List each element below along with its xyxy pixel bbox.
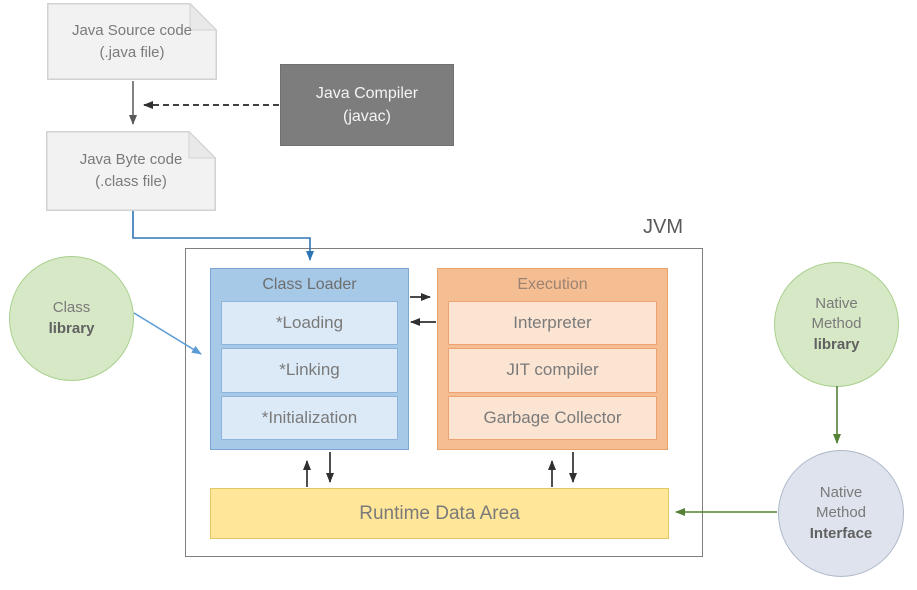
java-source-label-line2: (.java file) [99, 43, 165, 61]
jvm-boundary-box [185, 248, 703, 557]
class-loader-item-loading: *Loading [221, 301, 398, 346]
runtime-data-area-box: Runtime Data Area [210, 488, 669, 539]
native-method-interface-line1: Native [819, 484, 863, 502]
class-loader-item-initialization: *Initialization [221, 395, 398, 440]
execution-engine-box: Execution Interpreter JIT compiler Garba… [437, 268, 668, 450]
java-byte-code-label-line2: (.class file) [95, 173, 167, 190]
java-byte-code-label-line1: Java Byte code [79, 151, 183, 169]
java-compiler-node: Java Compiler (javac) [280, 64, 454, 146]
native-method-library-line2: Method [811, 315, 862, 333]
class-library-label-line1: Class [52, 299, 91, 317]
execution-title: Execution [517, 276, 588, 293]
class-loader-box: Class Loader *Loading *Linking *Initiali… [210, 268, 409, 450]
native-method-library-line3: library [813, 335, 860, 353]
java-source-label-line1: Java Source code [71, 21, 193, 39]
native-method-library-node: Native Method library [774, 262, 899, 387]
runtime-data-area-label: Runtime Data Area [359, 502, 520, 524]
execution-item-interpreter: Interpreter [448, 301, 657, 346]
execution-item-jit-compiler: JIT compiler [448, 348, 657, 393]
class-library-node: Class library [9, 256, 134, 381]
class-loader-title: Class Loader [262, 276, 357, 293]
class-loader-items: *Loading *Linking *Initialization [211, 301, 408, 449]
native-method-library-line1: Native [815, 295, 858, 313]
native-method-interface-node: Native Method Interface [778, 450, 904, 577]
execution-items: Interpreter JIT compiler Garbage Collect… [438, 301, 667, 449]
java-source-code-node: Java Source code (.java file) [47, 3, 217, 80]
java-compiler-label-line1: Java Compiler [315, 84, 419, 102]
java-compiler-label-line2: (javac) [342, 108, 391, 125]
jvm-title: JVM [643, 216, 683, 238]
class-loader-item-linking: *Linking [221, 348, 398, 393]
native-method-interface-line3: Interface [809, 524, 873, 542]
class-library-label-line2: library [48, 319, 95, 337]
native-method-interface-line2: Method [815, 504, 867, 522]
java-byte-code-node: Java Byte code (.class file) [46, 131, 216, 211]
execution-item-garbage-collector: Garbage Collector [448, 395, 657, 440]
document-shape [47, 3, 217, 80]
document-shape [46, 131, 216, 211]
